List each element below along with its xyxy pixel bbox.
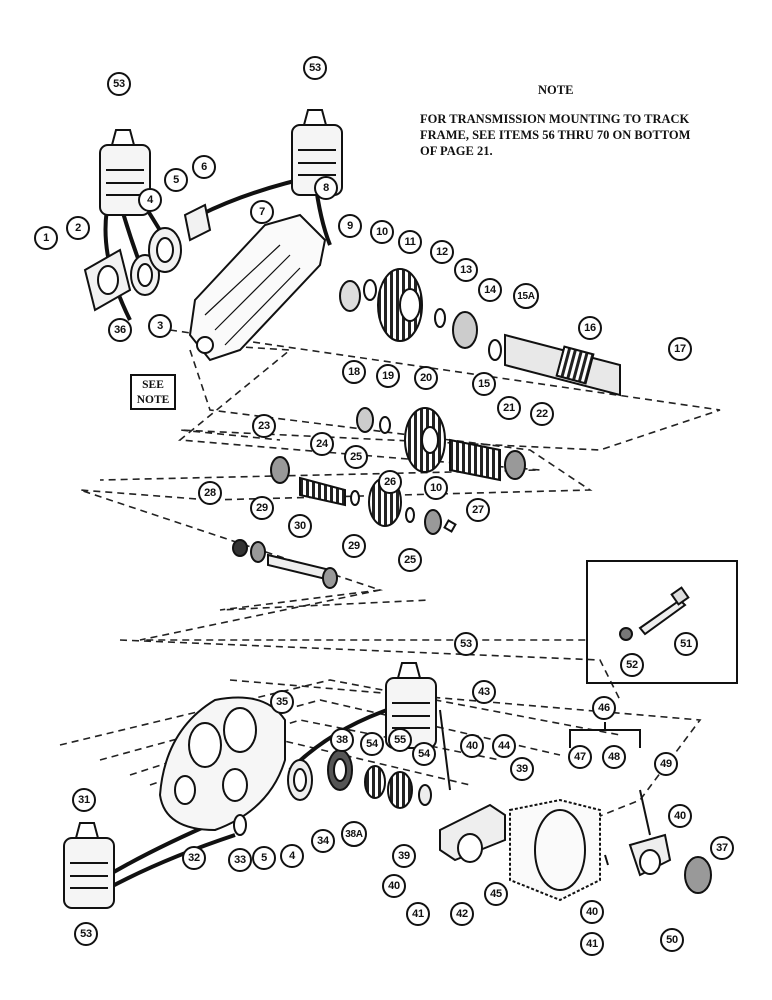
callout-18: 18	[342, 360, 366, 384]
callout-10-upper: 10	[370, 220, 394, 244]
callout-39-upper: 39	[510, 757, 534, 781]
sprocket-assembly	[439, 709, 712, 902]
callout-12: 12	[430, 240, 454, 264]
callout-53-top-left: 53	[107, 72, 131, 96]
callout-43: 43	[472, 680, 496, 704]
idler-shaft	[232, 539, 338, 589]
callout-22: 22	[530, 402, 554, 426]
callout-4-upper: 4	[138, 188, 162, 212]
callout-1: 1	[34, 226, 58, 250]
callout-4-lower: 4	[280, 844, 304, 868]
callout-14: 14	[478, 278, 502, 302]
callout-23: 23	[252, 414, 276, 438]
callout-2: 2	[66, 216, 90, 240]
callout-50: 50	[660, 928, 684, 952]
transmission-case-top	[188, 213, 327, 362]
callout-55: 55	[388, 728, 412, 752]
callout-28: 28	[198, 481, 222, 505]
callout-38a: 38A	[341, 821, 367, 847]
callout-11: 11	[398, 230, 422, 254]
note-line-1: FOR TRANSMISSION MOUNTING TO TRACK	[420, 112, 690, 126]
callout-30: 30	[288, 514, 312, 538]
callout-15: 15	[472, 372, 496, 396]
callout-16: 16	[578, 316, 602, 340]
callout-52: 52	[620, 653, 644, 677]
rear-cover	[158, 696, 286, 832]
callout-25-lower: 25	[398, 548, 422, 572]
callout-40-lower-right: 40	[580, 900, 604, 924]
callout-20: 20	[414, 366, 438, 390]
callout-42: 42	[450, 902, 474, 926]
callout-29-lower: 29	[342, 534, 366, 558]
callout-41-right: 41	[580, 932, 604, 956]
callout-10-lower: 10	[424, 476, 448, 500]
callout-3: 3	[148, 314, 172, 338]
callout-32: 32	[182, 846, 206, 870]
front-covers	[83, 203, 212, 312]
callout-38: 38	[330, 728, 354, 752]
callout-53-bottom: 53	[74, 922, 98, 946]
callout-53-top-right: 53	[303, 56, 327, 80]
callout-5-lower: 5	[252, 846, 276, 870]
inset-bolt-nut	[619, 586, 690, 641]
callout-21: 21	[497, 396, 521, 420]
callout-49: 49	[654, 752, 678, 776]
see-note-box: SEE NOTE	[130, 374, 176, 410]
output-bearings	[233, 749, 432, 836]
callout-6: 6	[192, 155, 216, 179]
callout-15a: 15A	[513, 283, 539, 309]
callout-53-middle: 53	[454, 632, 478, 656]
note-line-3: OF PAGE 21.	[420, 144, 493, 158]
callout-27: 27	[466, 498, 490, 522]
callout-8: 8	[314, 176, 338, 200]
note-line-2: FRAME, SEE ITEMS 56 THRU 70 ON BOTTOM	[420, 128, 691, 142]
callout-51: 51	[674, 632, 698, 656]
upper-gear-train	[339, 268, 621, 397]
callout-47: 47	[568, 745, 592, 769]
note-title: NOTE	[538, 83, 574, 97]
callout-36: 36	[108, 318, 132, 342]
see-note-line-1: SEE	[142, 379, 164, 391]
callout-9: 9	[338, 214, 362, 238]
hardware-inset-box	[586, 560, 738, 684]
callout-54-left: 54	[360, 732, 384, 756]
see-note-line-2: NOTE	[136, 394, 170, 406]
callout-46: 46	[592, 696, 616, 720]
callout-41-left: 41	[406, 902, 430, 926]
callout-29-upper: 29	[250, 496, 274, 520]
callout-39-lower: 39	[392, 844, 416, 868]
callout-7: 7	[250, 200, 274, 224]
callout-17: 17	[668, 337, 692, 361]
callout-5-upper: 5	[164, 168, 188, 192]
callout-13: 13	[454, 258, 478, 282]
callout-40-upper-right: 40	[668, 804, 692, 828]
callout-37: 37	[710, 836, 734, 860]
callout-31: 31	[72, 788, 96, 812]
callout-44: 44	[492, 734, 516, 758]
callout-19: 19	[376, 364, 400, 388]
callout-34: 34	[311, 829, 335, 853]
callout-35: 35	[270, 690, 294, 714]
callout-54-right: 54	[412, 742, 436, 766]
callout-33: 33	[228, 848, 252, 872]
callout-25-upper: 25	[344, 445, 368, 469]
callout-24: 24	[310, 432, 334, 456]
callout-48: 48	[602, 745, 626, 769]
callout-26: 26	[378, 470, 402, 494]
middle-gear-train	[356, 407, 526, 482]
callout-40-lower-left: 40	[382, 874, 406, 898]
callout-45: 45	[484, 882, 508, 906]
callout-40-upper-left: 40	[460, 734, 484, 758]
group-bracket-46	[569, 722, 641, 748]
